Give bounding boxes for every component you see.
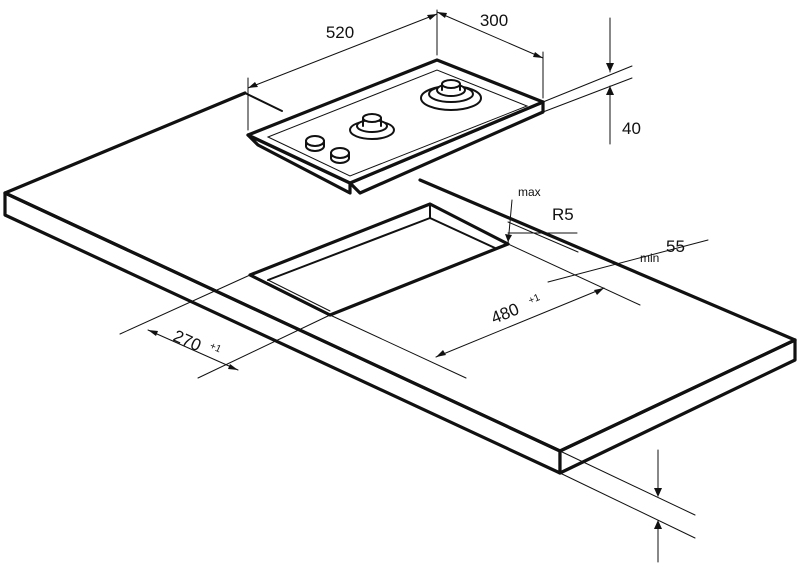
- control-knob-left: [305, 135, 325, 152]
- ext-line-top: [542, 65, 633, 103]
- ext-line-bottom: [542, 77, 633, 113]
- dimension-corner-radius: max R5: [505, 185, 574, 245]
- countertop-back-left-edge: [3, 91, 247, 195]
- ext-line: [507, 243, 641, 306]
- edge-clearance-label: 55: [666, 237, 685, 256]
- corner-radius-prefix: max: [518, 185, 541, 199]
- countertop-front-edge: [3, 191, 562, 453]
- dim-line: [247, 13, 438, 89]
- countertop: [3, 91, 797, 475]
- arrow-icon: [228, 364, 238, 370]
- control-knob-right: [330, 147, 350, 164]
- arrow-icon: [505, 234, 512, 242]
- countertop-back-right-edge: [418, 178, 797, 342]
- large-burner-cap: [441, 79, 461, 89]
- ext-line: [119, 274, 251, 335]
- ext-line-top: [559, 450, 696, 516]
- cutout-rim: [248, 202, 510, 317]
- hob-width-label: 520: [326, 23, 354, 42]
- arrow-icon: [148, 330, 158, 336]
- small-burner: [349, 113, 395, 140]
- countertop-right-face: [558, 338, 797, 475]
- arrow-icon: [437, 12, 447, 18]
- cutout-depth-label: 270: [170, 326, 204, 355]
- arrow-icon: [594, 288, 604, 295]
- arrow-up-icon: [606, 86, 614, 95]
- knob-right-top: [330, 147, 350, 159]
- ext-line: [507, 221, 579, 253]
- gas-hob: [246, 58, 545, 195]
- arrow-down-icon: [654, 488, 662, 497]
- ext-line: [197, 314, 331, 379]
- cutout-opening: [248, 202, 510, 317]
- cutout-width-tolerance: +1: [527, 292, 542, 307]
- dimension-hob-height: 40: [542, 17, 641, 145]
- dim-line: [147, 329, 239, 371]
- hob-height-label: 40: [622, 119, 641, 138]
- ext-line: [329, 314, 467, 379]
- dim-line: [435, 287, 605, 358]
- corner-radius-label: R5: [552, 205, 574, 224]
- arrow-icon: [427, 14, 437, 20]
- edge-clearance-prefix: min: [640, 251, 659, 265]
- dimension-countertop-thickness: [559, 449, 696, 563]
- dim-line: [436, 11, 544, 59]
- countertop-right-edge: [558, 338, 797, 453]
- dimension-hob-width: 520: [247, 9, 438, 131]
- arrow-down-icon: [606, 63, 614, 72]
- cutout-inner-floor-edge: [267, 279, 331, 312]
- large-burner: [420, 79, 482, 111]
- hob-depth-label: 300: [480, 11, 508, 30]
- small-burner-cap: [362, 113, 382, 123]
- arrow-up-icon: [654, 520, 662, 529]
- arrow-icon: [533, 52, 543, 58]
- dimension-hob-depth: 300: [436, 11, 544, 99]
- knob-left-top: [305, 135, 325, 147]
- ext-line-bottom: [559, 472, 696, 539]
- countertop-corner-tick: [244, 92, 283, 112]
- cutout-depth-tolerance: +1: [208, 341, 223, 356]
- arrow-icon: [436, 350, 446, 357]
- hob-top-plate-inset: [266, 69, 529, 177]
- arrow-icon: [248, 82, 258, 88]
